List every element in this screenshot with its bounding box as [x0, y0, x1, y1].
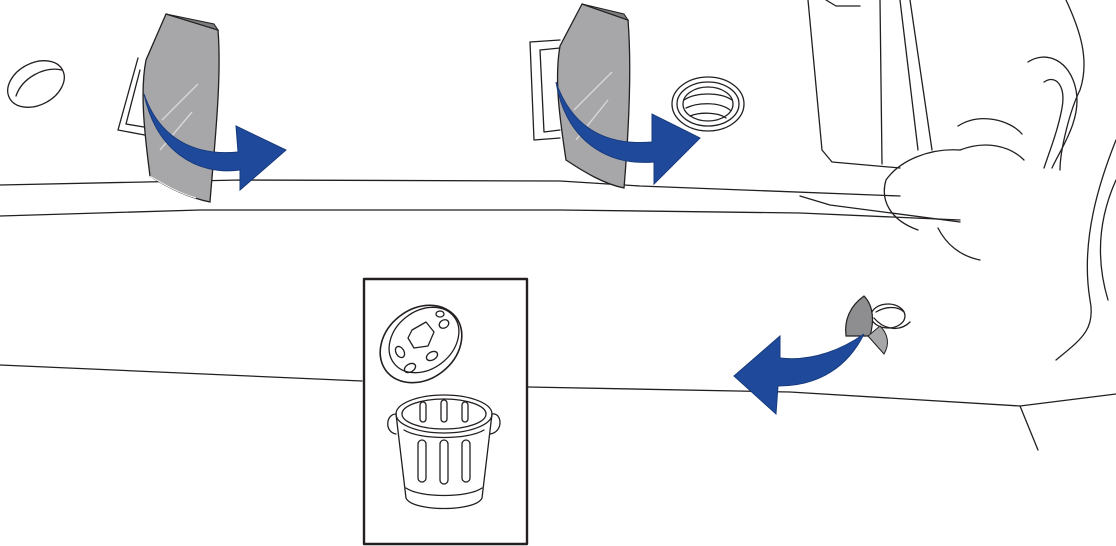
protective-film-left-icon	[143, 14, 219, 202]
round-cover-icon	[0, 51, 72, 116]
panel-upper-edge	[0, 180, 960, 222]
middle-recess-frame	[530, 40, 560, 140]
right-bolt	[871, 304, 910, 328]
removal-arrow-right-icon	[734, 334, 864, 414]
threaded-opening-icon	[672, 77, 744, 131]
protective-film-middle-icon	[558, 4, 630, 188]
trash-bin-icon	[364, 279, 527, 544]
panel-lower-edge	[0, 365, 1116, 450]
